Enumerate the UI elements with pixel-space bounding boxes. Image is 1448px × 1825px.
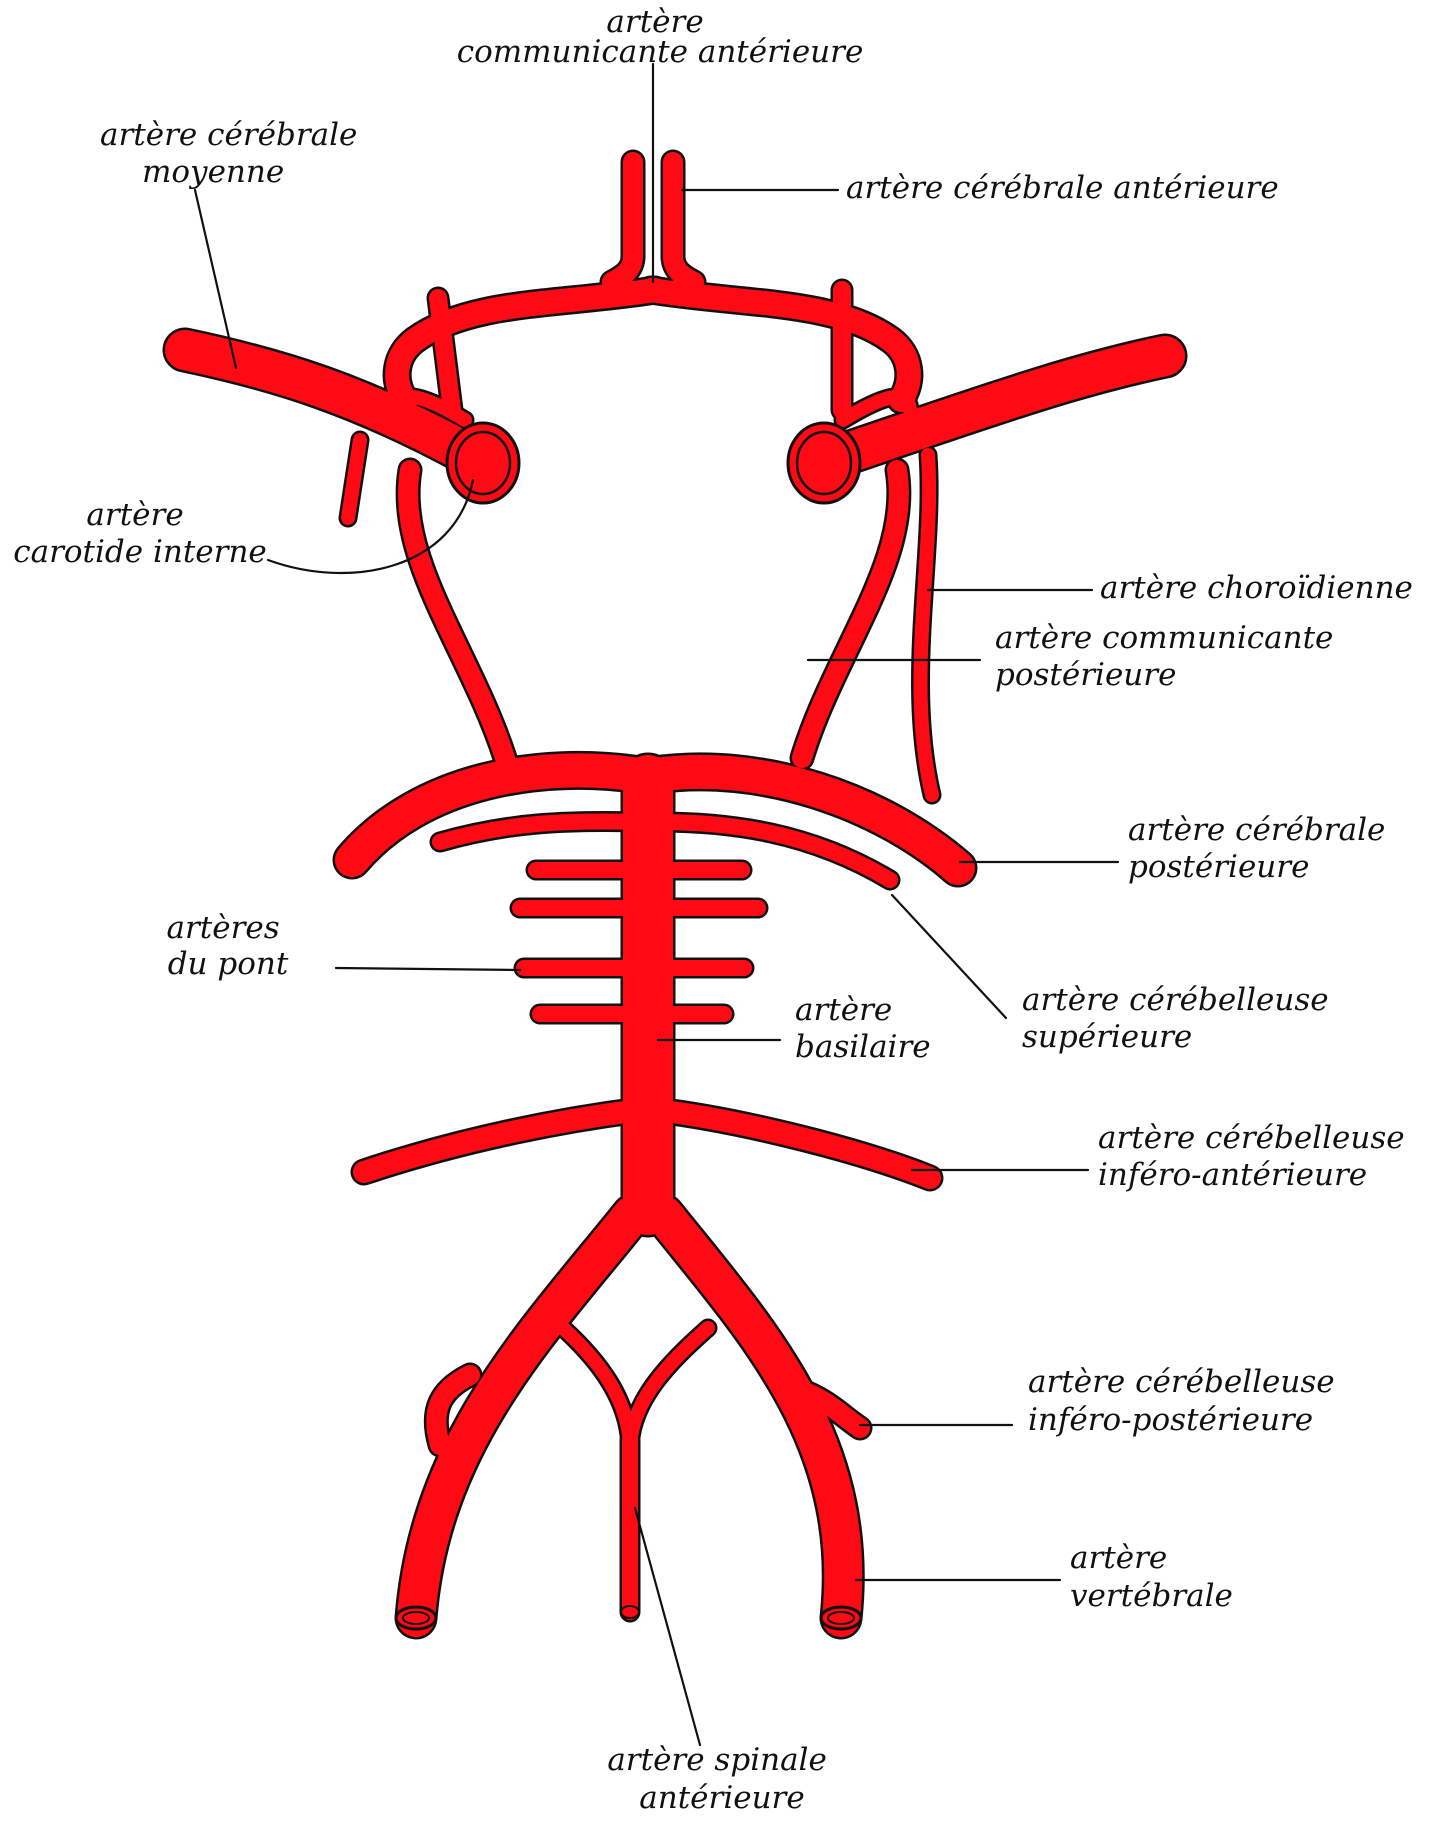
arteries-drawing xyxy=(185,162,1165,1618)
sca-leader xyxy=(892,895,1006,1018)
right-vertebral-vessel-fill xyxy=(664,1215,843,1618)
pontine-leader xyxy=(336,968,520,970)
label-choroid: artère choroïdienne xyxy=(1100,570,1413,606)
left-pcom-vessel-fill xyxy=(408,470,505,758)
right-aca-a1-vessel-fill xyxy=(651,290,909,400)
right-carotid-opening xyxy=(788,423,860,503)
left-carotid-opening xyxy=(447,423,519,503)
label-vertebral: artère vertébrale xyxy=(1070,1540,1233,1614)
left-aica-vessel-fill xyxy=(364,1110,640,1172)
right-pcom-vessel-fill xyxy=(802,470,899,758)
label-acom: artère communicante antérieure xyxy=(457,4,864,70)
label-sca: artère cérébelleuse supérieure xyxy=(1022,982,1338,1055)
label-aca: artère cérébrale antérieure xyxy=(846,170,1279,206)
label-basilar: artère basilaire xyxy=(795,992,931,1065)
left-vertebral-opening xyxy=(396,1607,436,1629)
label-pca: artère cérébrale postérieure xyxy=(1128,812,1395,885)
ica-leader xyxy=(268,480,473,573)
label-pontine: artères du pont xyxy=(166,910,289,982)
spinal-leader xyxy=(635,1508,700,1745)
label-pcom: artère communicante postérieure xyxy=(995,620,1343,693)
label-spinal: artère spinale antérieure xyxy=(607,1742,836,1816)
spinal-opening xyxy=(621,1606,639,1618)
label-pica: artère cérébelleuse inféro-postérieure xyxy=(1028,1364,1344,1438)
label-aica: artère cérébelleuse inféro-antérieure xyxy=(1098,1120,1414,1193)
right-vertebral-opening xyxy=(821,1607,861,1629)
right-aica-vessel-fill xyxy=(656,1110,930,1178)
label-mca: artère cérébrale moyenne xyxy=(100,117,367,190)
label-ica: artère carotide interne xyxy=(13,497,267,570)
